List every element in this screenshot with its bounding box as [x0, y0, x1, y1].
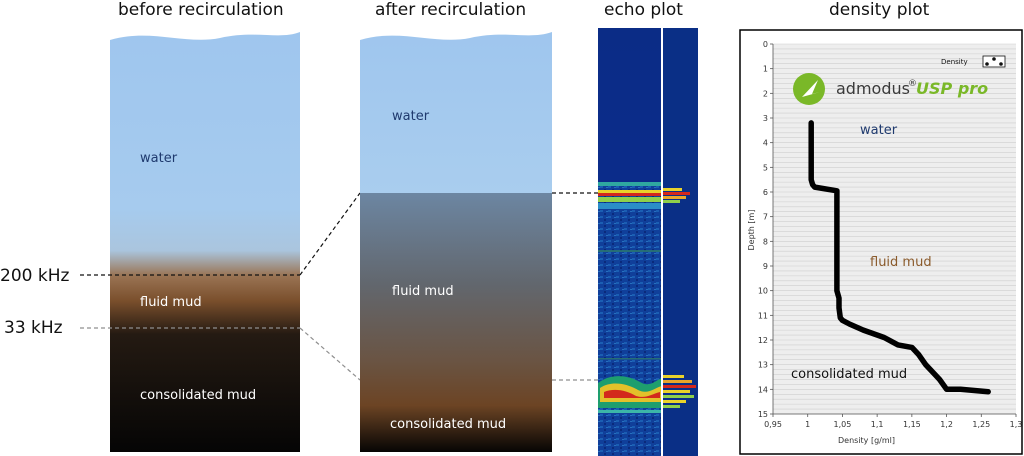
x-tick-label: 1,25 [972, 420, 990, 429]
brand-product: USP pro [916, 79, 988, 98]
y-tick-label: 5 [763, 163, 768, 172]
before-water-label: water [140, 151, 178, 166]
x-tick-label: 1 [805, 420, 810, 429]
y-tick-label: 2 [763, 89, 768, 98]
echo-plot [598, 28, 698, 456]
y-tick-label: 6 [763, 188, 768, 197]
y-tick-label: 1 [763, 65, 768, 74]
y-tick-label: 4 [763, 139, 768, 148]
density-water-label: water [860, 123, 898, 138]
density-plot-area [773, 44, 1016, 414]
connector-33khz [299, 327, 361, 381]
density-plot-heading: density plot [829, 0, 930, 20]
before-recirculation-column [110, 32, 300, 452]
y-tick-label: 11 [758, 311, 768, 320]
after-fluid-mud-label: fluid mud [392, 284, 454, 299]
x-tick-label: 1,15 [903, 420, 921, 429]
connector-200khz [299, 192, 361, 276]
before-recirculation-heading: before recirculation [118, 0, 284, 20]
33khz-label: 33 kHz [4, 318, 63, 338]
x-tick-label: 1,1 [871, 420, 884, 429]
after-recirculation-mud [360, 193, 552, 452]
y-tick-label: 15 [758, 410, 768, 419]
before-fluid-mud-label: fluid mud [140, 295, 202, 310]
x-tick-label: 1,3 [1010, 420, 1023, 429]
y-tick-label: 0 [763, 40, 768, 49]
before-consolidated-mud-label: consolidated mud [140, 388, 256, 403]
y-tick-label: 10 [758, 287, 768, 296]
density-ylabel: Depth [m] [747, 210, 756, 251]
y-tick-label: 7 [763, 213, 768, 222]
x-tick-label: 1,2 [940, 420, 953, 429]
density-series-line [808, 120, 991, 395]
density-legend: Density [941, 55, 1006, 68]
y-tick-label: 8 [763, 237, 768, 246]
after-water-label: water [392, 109, 430, 124]
after-consolidated-mud-label: consolidated mud [390, 417, 506, 432]
legend-label: Density [941, 58, 968, 66]
x-tick-label: 0,95 [764, 420, 782, 429]
y-tick-label: 14 [758, 385, 768, 394]
admodus-logo: admodus ® USP pro [793, 73, 988, 105]
200khz-label: 200 kHz [0, 266, 69, 286]
after-recirculation-heading: after recirculation [375, 0, 527, 20]
y-tick-label: 13 [758, 361, 768, 370]
y-tick-label: 9 [763, 262, 768, 271]
density-xlabel: Density [g/ml] [838, 436, 895, 445]
echo-plot-heading: echo plot [604, 0, 683, 20]
density-consolidated-mud-label: consolidated mud [791, 367, 907, 382]
x-tick-label: 1,05 [834, 420, 852, 429]
density-fluid-mud-label: fluid mud [870, 255, 932, 270]
y-tick-label: 3 [763, 114, 768, 123]
brand-name: admodus [836, 79, 910, 98]
y-tick-label: 12 [758, 336, 768, 345]
brand-registered: ® [908, 79, 917, 89]
after-recirculation-water [360, 32, 552, 193]
